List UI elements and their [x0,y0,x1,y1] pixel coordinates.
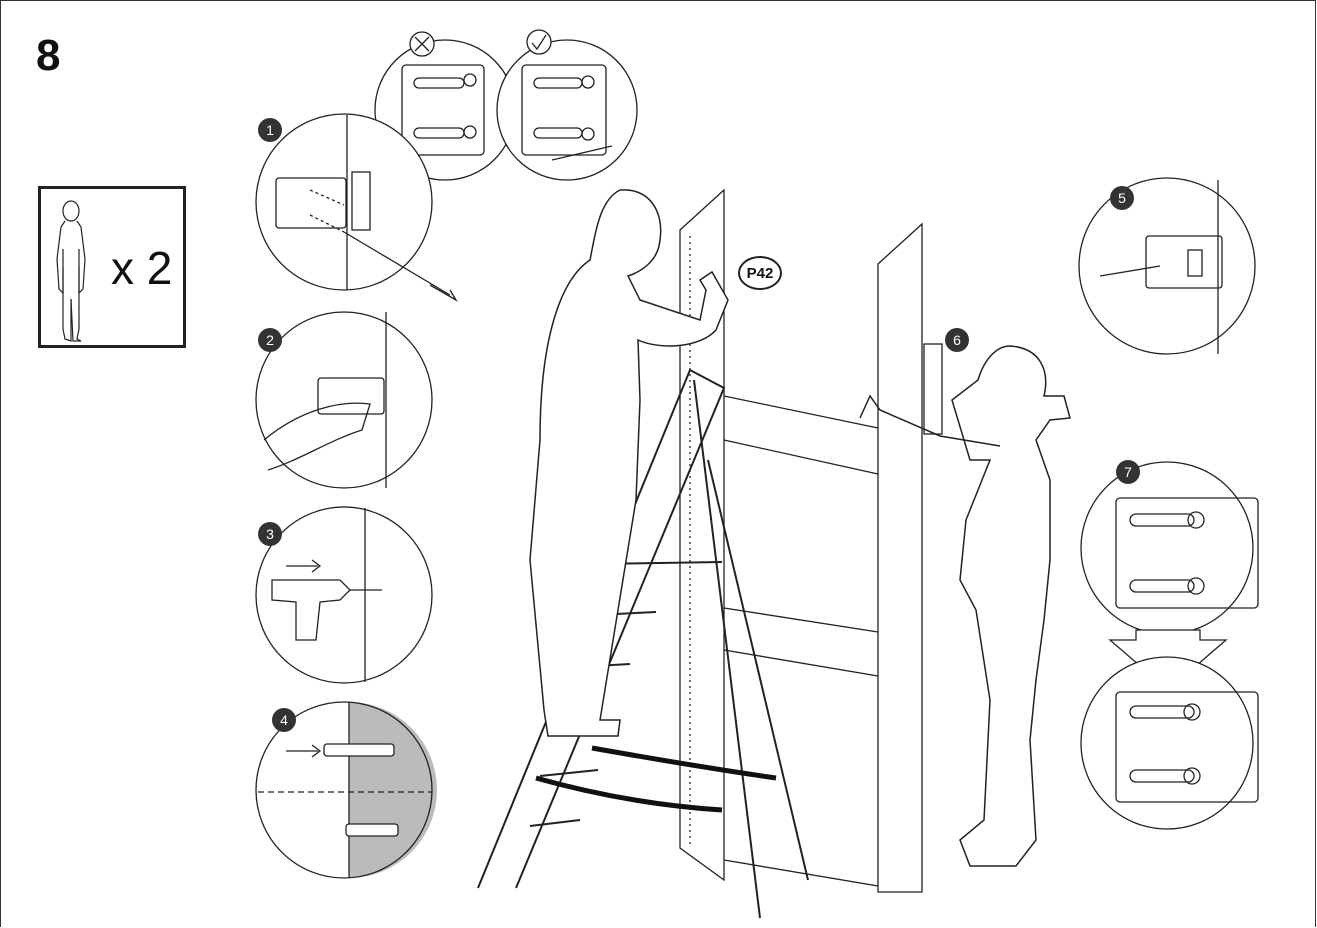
detail-2 [256,312,432,488]
step-ladder [478,370,808,918]
callout-6: 6 [945,328,969,352]
callout-7: 7 [1116,460,1140,484]
man-figure [530,190,728,736]
callout-3: 3 [258,522,282,546]
callout-4: 4 [272,708,296,732]
right-detail [497,40,637,180]
woman-figure [860,346,1070,866]
cross-in-circle-icon [410,32,434,56]
detail-3 [256,507,432,683]
detail-5 [1079,178,1255,354]
callout-2: 2 [258,328,282,352]
part-label: P42 [738,256,782,290]
check-in-circle-icon [527,30,551,54]
detail-7-bottom [1081,657,1258,829]
callout-5: 5 [1110,186,1134,210]
detail-7-top [1081,462,1258,634]
callout-1: 1 [258,118,282,142]
